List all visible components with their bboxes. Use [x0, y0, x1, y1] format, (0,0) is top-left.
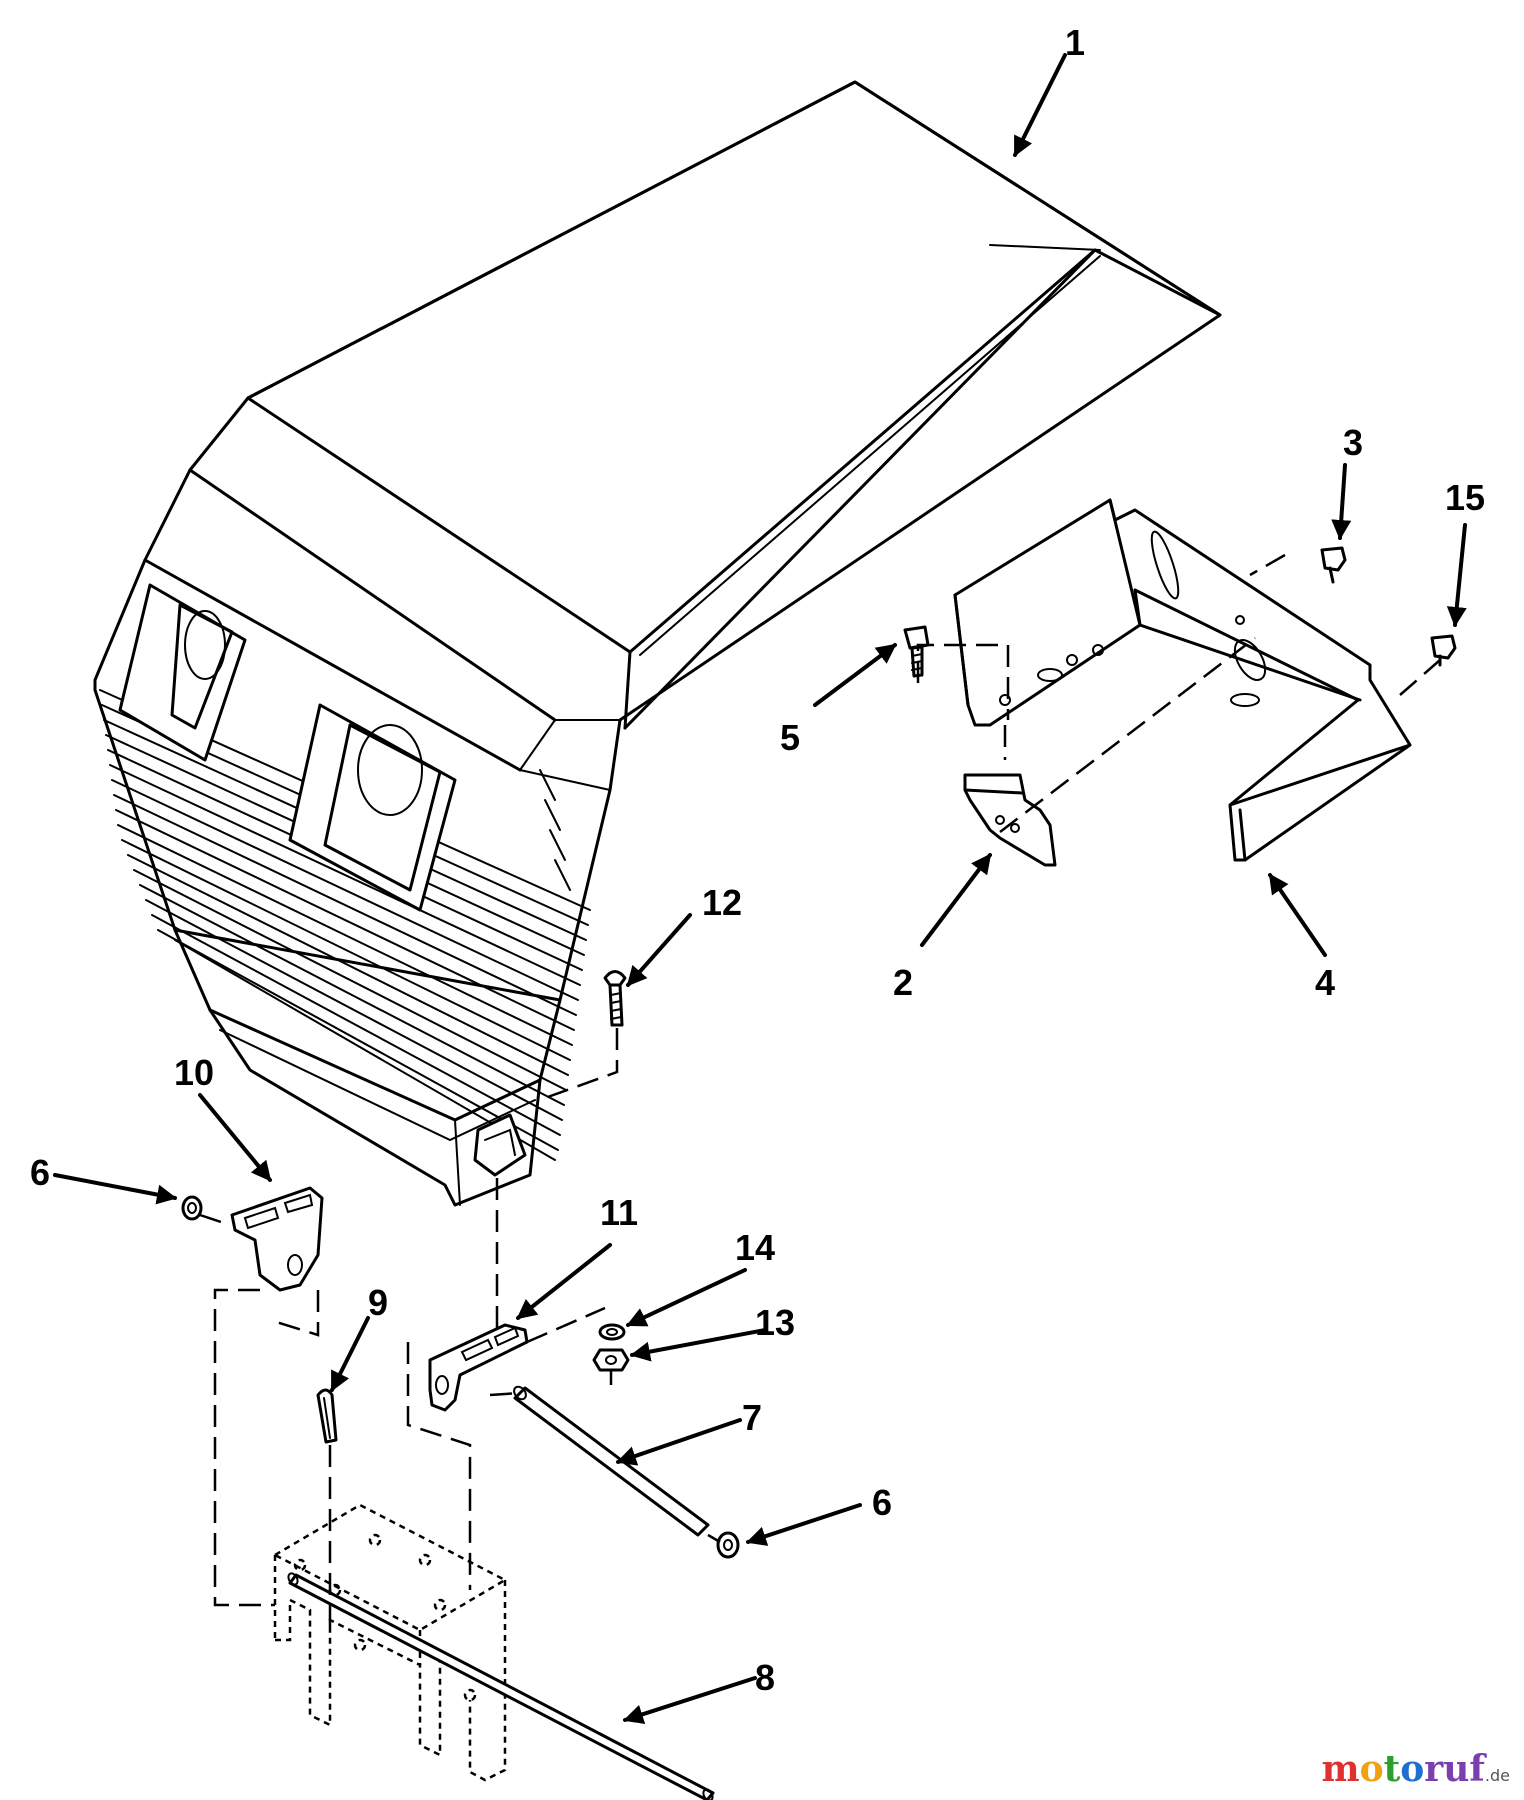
headlight-right [288, 703, 457, 912]
frame-mount-reference [272, 1503, 508, 1782]
callout-6-left: 6 [30, 1152, 50, 1193]
callout-5: 5 [780, 717, 800, 758]
callout-12: 12 [702, 882, 742, 923]
hinge-pin-7 [513, 1385, 710, 1537]
washer-14 [598, 1323, 626, 1341]
callout-9: 9 [368, 1282, 388, 1323]
callout-4: 4 [1315, 962, 1335, 1003]
alignment-lines [199, 553, 1441, 1630]
callout-arrows [53, 53, 1467, 1724]
carriage-bolt-12 [603, 970, 627, 1027]
fastener-3 [1320, 546, 1347, 584]
callout-3: 3 [1343, 422, 1363, 463]
bolt-5 [903, 625, 930, 678]
callout-2: 2 [893, 962, 913, 1003]
callout-8: 8 [755, 1657, 775, 1698]
callout-7: 7 [742, 1397, 762, 1438]
callout-14: 14 [735, 1227, 775, 1268]
hinge-bracket-left [230, 1186, 324, 1292]
small-bracket [963, 773, 1057, 867]
shroud-bracket [953, 498, 1412, 862]
nut-13 [592, 1348, 630, 1372]
hood [93, 80, 1222, 1207]
washer-6-right [716, 1531, 740, 1559]
callout-10: 10 [174, 1052, 214, 1093]
callout-labels: 1 2 3 4 5 6 6 7 8 9 10 11 12 13 14 15 [30, 22, 1485, 1698]
watermark-logo: motoruf.de [1321, 1748, 1511, 1790]
headlight-left [118, 583, 247, 762]
cotter-pin-9 [316, 1388, 338, 1444]
rod-8 [287, 1572, 715, 1800]
hinge-bracket-right [428, 1323, 529, 1412]
callout-13: 13 [755, 1302, 795, 1343]
washer-6-left [181, 1195, 203, 1221]
callout-11: 11 [600, 1192, 638, 1233]
callout-15: 15 [1445, 477, 1485, 518]
hood-latch [473, 1113, 527, 1177]
callout-1: 1 [1065, 22, 1085, 63]
callout-6-right: 6 [872, 1482, 892, 1523]
fastener-15 [1430, 634, 1457, 667]
